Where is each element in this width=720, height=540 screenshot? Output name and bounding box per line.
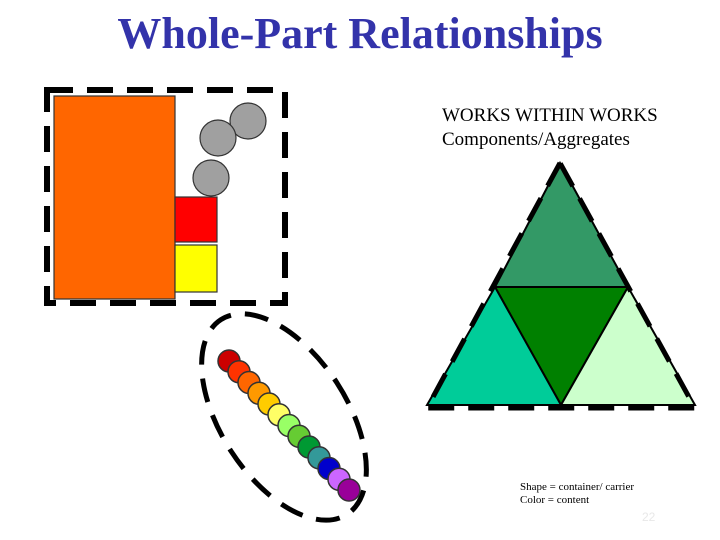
legend: Shape = container/ carrier Color = conte…: [520, 481, 634, 507]
diagram-subtitle: WORKS WITHIN WORKS Components/Aggregates: [442, 104, 658, 152]
bead-ellipse: [199, 311, 369, 523]
slide-title: Whole-Part Relationships: [117, 9, 603, 58]
orange-block: [53, 95, 176, 300]
bead-chain: [217, 349, 361, 502]
triangle-diagram: [422, 157, 700, 411]
legend-line-1: Shape = container/ carrier: [520, 481, 635, 493]
gray-circle-2: [199, 119, 237, 157]
subtitle-line-2: Components/Aggregates: [442, 129, 630, 150]
gray-circle-3: [192, 159, 230, 197]
legend-line-2: Color = content: [520, 494, 590, 506]
gray-circle-1: [229, 102, 267, 140]
triangle-top: [493, 160, 630, 288]
subtitle-line-1: WORKS WITHIN WORKS: [442, 105, 658, 126]
triangle-dashed-outline: [422, 157, 700, 411]
bead-13: [337, 478, 361, 502]
red-block: [174, 196, 218, 243]
container-box: [44, 87, 288, 306]
yellow-block: [174, 244, 218, 293]
slide-number: 22: [642, 510, 656, 524]
